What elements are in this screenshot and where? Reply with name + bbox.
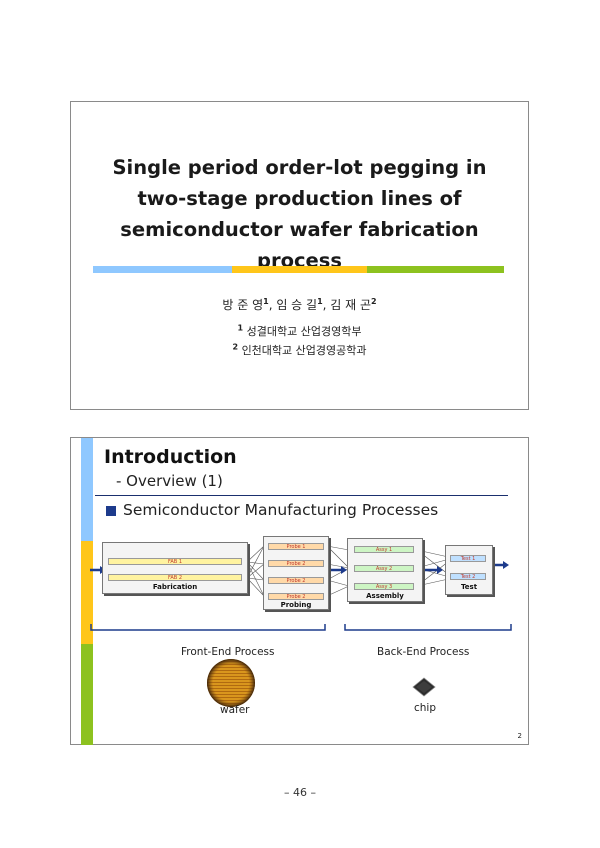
affiliation-text: 인천대학교 산업경영공학과 (241, 344, 367, 357)
author-list: 방 준 영1, 임 승 길1, 김 재 곤2 (222, 297, 377, 312)
affiliation-sup: 2 (232, 342, 239, 352)
back-end-label: Back-End Process (377, 646, 470, 658)
affiliation-text: 성결대학교 산업경영학부 (246, 325, 362, 338)
probe-bar: Probe 1 (268, 543, 324, 550)
probing-label: Probing (280, 601, 312, 609)
leftbar-yellow (81, 541, 93, 644)
slide-heading: Introduction (104, 446, 237, 468)
test-box: Test 1 Test 2 Test (445, 545, 493, 595)
slide-title: Single period order-lot pegging in two-s… (71, 152, 528, 276)
stripe-blue (93, 266, 232, 273)
page-number: – 46 – (284, 786, 316, 799)
author-name: 김 재 곤 (330, 298, 372, 312)
title-line-2: two-stage production lines of (137, 187, 462, 210)
affiliation: 2 인천대학교 산업경영공학과 (71, 342, 528, 358)
fab-bar: FAB 2 (108, 574, 242, 581)
author-sup: 2 (371, 297, 377, 306)
probe-bar: Probe 2 (268, 560, 324, 567)
fabrication-box: FAB 1 FAB 2 Fabrication (102, 542, 248, 594)
assembly-box: Assy 1 Assy 2 Assy 3 Assembly (347, 538, 423, 602)
test-bar: Test 2 (450, 573, 486, 580)
author-sup: 1 (317, 297, 323, 306)
leftbar-blue (81, 438, 93, 541)
assembly-label: Assembly (366, 592, 404, 600)
chip-label: chip (414, 702, 437, 714)
overview-slide: Introduction - Overview (1) Semiconducto… (70, 437, 529, 745)
heading-rule (95, 495, 508, 496)
stripe-green (367, 266, 504, 273)
probe-bar: Probe 2 (268, 593, 324, 600)
title-slide: Single period order-lot pegging in two-s… (70, 101, 529, 410)
author-name: 임 승 길 (276, 298, 318, 312)
front-end-label: Front-End Process (181, 646, 275, 658)
author-sup: 1 (263, 297, 269, 306)
test-label: Test (460, 583, 478, 591)
leftbar-green (81, 644, 93, 745)
assy-bar: Assy 1 (354, 546, 414, 553)
wafer-icon (207, 659, 255, 707)
title-line-1: Single period order-lot pegging in (112, 156, 487, 179)
author-name: 방 준 영 (222, 298, 264, 312)
fab-bar: FAB 1 (108, 558, 242, 565)
connector-lines (90, 545, 512, 631)
wafer-label: wafer (220, 704, 250, 716)
chip-icon (412, 677, 436, 697)
assy-bar: Assy 3 (354, 583, 414, 590)
affiliation-sup: 1 (237, 323, 244, 333)
stripe-yellow (232, 266, 367, 273)
slide-subheading: - Overview (1) (116, 472, 223, 490)
test-bar: Test 1 (450, 555, 486, 562)
fabrication-label: Fabrication (152, 583, 198, 591)
bullet-text: Semiconductor Manufacturing Processes (123, 501, 439, 519)
affiliation: 1 성결대학교 산업경영학부 (71, 323, 528, 339)
title-line-3: semiconductor wafer fabrication (120, 218, 479, 241)
probing-box: Probe 1 Probe 2 Probe 2 Probe 2 Probing (263, 536, 329, 610)
process-diagram: FAB 1 FAB 2 Fabrication Probe 1 Probe 2 … (87, 532, 517, 642)
assy-bar: Assy 2 (354, 565, 414, 572)
slide-number: 2 (517, 732, 522, 740)
bullet-square-icon (106, 506, 116, 516)
probe-bar: Probe 2 (268, 577, 324, 584)
